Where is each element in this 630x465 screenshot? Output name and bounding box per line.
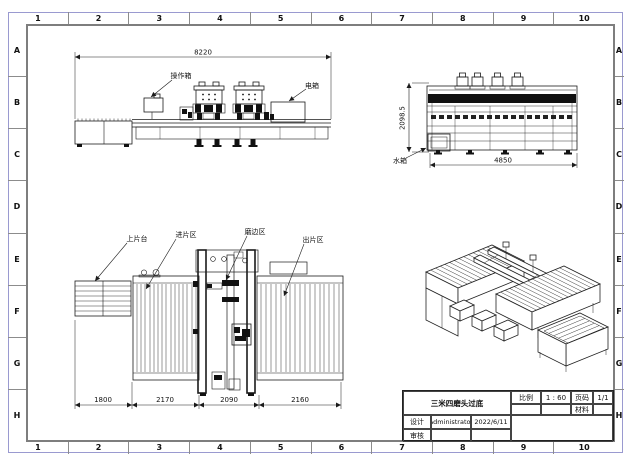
loading-table-plan [74,280,132,317]
grinding-machine-plan [193,249,259,396]
grid-row-label: C [8,128,26,180]
page-label: 页码 [571,391,593,404]
material-label: 材料 [571,404,593,415]
grid-column-label: 2 [67,441,129,454]
grid-row-label: H [614,388,624,441]
inner-frame [26,24,615,442]
grid-row-label: F [8,284,26,337]
dim-1800-text: 1800 [94,396,112,404]
grid-column-label: 6 [310,12,372,25]
electric-box-label: 电箱 [305,81,319,90]
title-block: 三米四磨头过底 设计 Administrator 2022/6/11 审核 比例… [402,390,614,442]
outfeed-zone-label: 出片区 [303,235,324,244]
loading-table-label: 上片台 [127,234,148,243]
reviewer-value [431,429,471,442]
dim-2098-text: 2098.5 [399,106,407,130]
grid-row-label: F [614,284,624,337]
front-elevation-view: 8220 [74,49,332,147]
grid-column-label: 3 [128,441,189,454]
infeed-table-front [74,118,133,147]
electric-box: 电箱 [270,81,319,123]
pump-unit-front [179,106,194,121]
infeed-conveyor-plan [132,269,200,381]
grid-row-label: G [614,336,624,389]
grid-row-label: E [614,232,624,285]
iso-center-units [449,299,519,342]
grid-column-label: 1 [35,14,41,23]
drawing-title: 三米四磨头过底 [403,391,511,415]
zone-labels: 上片台 进片区 磨边区 出片区 [94,227,324,297]
machine-bed-front [132,119,331,147]
machine-body-side [426,72,578,155]
grid-column-label: 4 [189,12,250,25]
outfeed-conveyor-plan [256,261,344,381]
grid-column-label: 9 [492,441,554,454]
side-elevation-view: 水箱 2098.5 4850 [393,72,578,168]
grid-column-label: 7 [371,12,432,25]
empty-cell [511,404,541,415]
grid-column-label: 5 [249,12,311,25]
grid-column-label: 4 [189,441,250,454]
grid-column-label: 8 [431,12,493,25]
grid-row-label: B [614,76,624,128]
iso-front-table [495,265,601,338]
isometric-view [425,241,609,372]
reviewer-date-empty [471,429,511,442]
grid-column-label: 3 [128,12,189,25]
grinding-head-front [192,81,226,120]
notes-empty-cell [511,415,613,442]
grid-row-label: G [8,336,26,389]
grid-row-label: H [8,388,26,441]
grid-column-label: 10 [553,12,614,25]
grid-row-label: D [614,180,624,232]
water-tank-label: 水箱 [393,156,407,165]
dimension-2098-5: 2098.5 [399,82,429,153]
grid-row-label: D [8,180,26,232]
empty-cell [541,404,571,415]
page-value: 1/1 [593,391,613,404]
bed-machinery-marks [182,109,274,120]
scale-value: 1 : 60 [541,391,571,404]
grid-row-label: E [8,232,26,285]
dim-4850-text: 4850 [494,157,512,165]
spindle-motor [454,72,471,90]
dimension-chain-plan: 1800 2170 2090 2160 [74,320,342,409]
grid-column-label: 1 [35,443,41,452]
iso-output-cart [537,312,609,372]
operator-box-label: 操作箱 [171,71,192,80]
reviewer-label: 审核 [403,429,431,442]
grid-column-label: 5 [249,441,311,454]
grid-column-label: 10 [553,441,614,454]
grid-row-label: B [8,76,26,128]
operator-box: 操作箱 [143,71,192,119]
grid-column-label: 9 [492,12,554,25]
plan-view: 上片台 进片区 磨边区 出片区 [74,227,344,409]
grid-row-label: A [615,46,623,56]
grid-column-label: 6 [310,441,372,454]
designer-label: 设计 [403,415,431,429]
designer-value: Administrator [431,415,471,429]
dimension-4850: 4850 [429,153,578,168]
water-tank: 水箱 [393,133,451,165]
design-date: 2022/6/11 [471,415,511,429]
scale-label: 比例 [511,391,541,404]
grid-column-label: 8 [431,441,493,454]
grinding-zone-label: 磨边区 [245,227,266,236]
grid-row-label: A [13,46,21,56]
infeed-zone-label: 进片区 [176,230,197,239]
dim-2170-text: 2170 [156,396,174,404]
grid-column-label: 2 [67,12,129,25]
material-value [593,404,613,415]
dimension-8220: 8220 [74,49,332,119]
dim-2160-text: 2160 [291,396,309,404]
grid-row-label: C [614,128,624,180]
dim-2090-text: 2090 [220,396,238,404]
dim-8220-text: 8220 [194,49,212,57]
grid-column-label: 7 [371,441,432,454]
